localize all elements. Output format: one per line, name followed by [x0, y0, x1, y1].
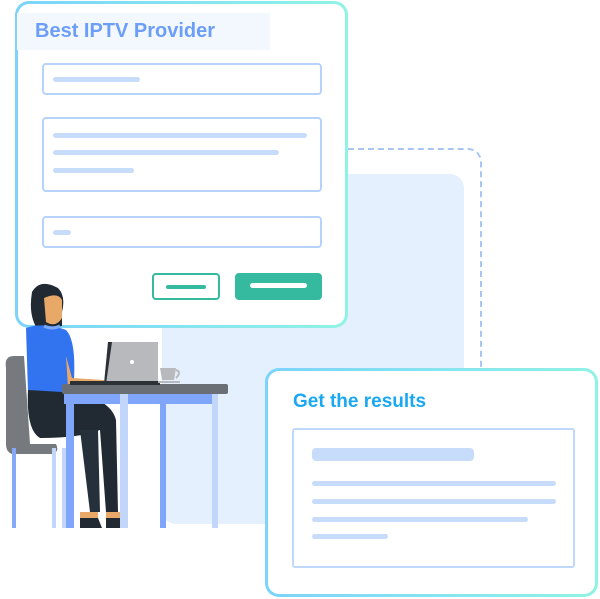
result-line — [312, 517, 528, 522]
result-line — [312, 534, 388, 539]
results-box — [292, 428, 575, 568]
placeholder-line — [53, 168, 134, 173]
textarea-field[interactable] — [42, 117, 322, 192]
text-input-1[interactable] — [42, 63, 322, 95]
laptop-icon — [70, 342, 160, 385]
result-line — [312, 499, 556, 504]
placeholder-line — [53, 77, 140, 82]
placeholder-line — [53, 133, 307, 138]
result-line — [312, 481, 556, 486]
coffee-cup-icon — [158, 368, 180, 383]
button-label-line — [250, 283, 307, 288]
result-heading-line — [312, 448, 474, 461]
dashed-connector — [348, 148, 482, 388]
placeholder-line — [53, 150, 279, 155]
text-input-2[interactable] — [42, 216, 322, 248]
desk-icon — [62, 384, 228, 528]
form-title-highlight — [17, 13, 270, 50]
cancel-button[interactable] — [152, 273, 220, 300]
submit-button[interactable] — [235, 273, 322, 300]
person-at-desk-illustration — [5, 283, 228, 528]
results-title: Get the results — [293, 391, 427, 412]
placeholder-line — [53, 230, 71, 235]
chair-icon — [5, 356, 66, 528]
button-label-line — [166, 285, 206, 289]
form-title: Best IPTV Provider — [35, 20, 216, 42]
